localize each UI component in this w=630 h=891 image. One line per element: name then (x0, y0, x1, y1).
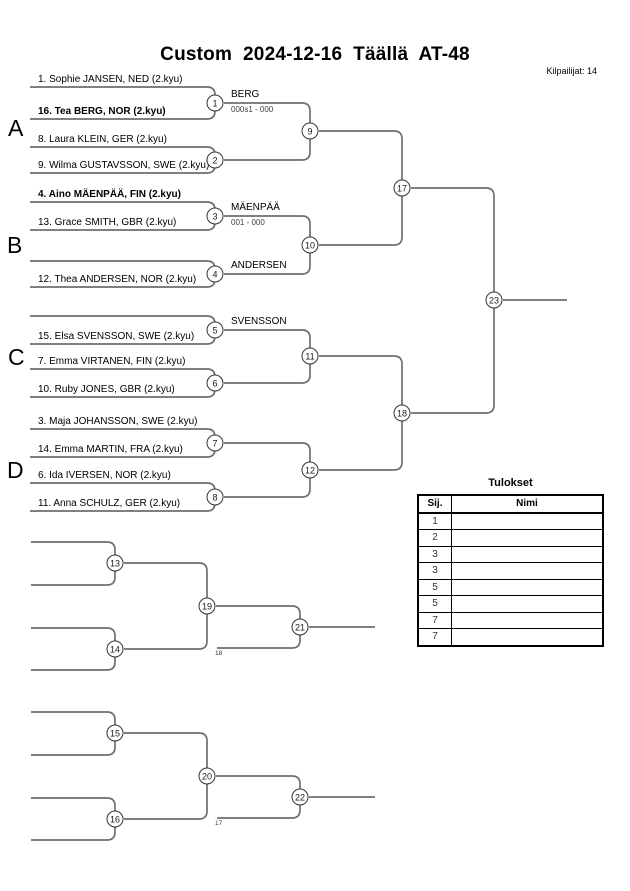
player-klein: 8. Laura KLEIN, GER (2.kyu) (38, 134, 167, 145)
match-22-circle[interactable]: 22 (291, 788, 309, 806)
match-17-circle[interactable]: 17 (393, 179, 411, 197)
place-cell: 2 (417, 529, 452, 547)
place-cell: 7 (417, 628, 452, 646)
match-19-circle[interactable]: 19 (198, 597, 216, 615)
name-cell (451, 529, 604, 547)
player-jansen: 1. Sophie JANSEN, NED (2.kyu) (38, 74, 183, 85)
match-3-winner-label: MÄENPÄÄ (231, 202, 280, 213)
match-4-circle[interactable]: 4 (206, 265, 224, 283)
name-cell (451, 628, 604, 646)
player-andersen: 12. Thea ANDERSEN, NOR (2.kyu) (38, 274, 197, 285)
pool-label-a: A (8, 115, 24, 141)
results-row-5: 5 (417, 578, 604, 596)
match-5-circle[interactable]: 5 (206, 321, 224, 339)
name-cell (451, 578, 604, 596)
match-6-circle[interactable]: 6 (206, 374, 224, 392)
player-martin: 14. Emma MARTIN, FRA (2.kyu) (38, 444, 183, 455)
results-table: Sij. Nimi 1 2 3 3 5 5 7 7 (417, 494, 604, 647)
player-iversen: 6. Ida IVERSEN, NOR (2.kyu) (38, 470, 171, 481)
match-3-circle[interactable]: 3 (206, 207, 224, 225)
match-12-circle[interactable]: 12 (301, 461, 319, 479)
match-14-circle[interactable]: 14 (106, 640, 124, 658)
match-4-winner-label: ANDERSEN (231, 260, 287, 271)
results-header-name: Nimi (451, 494, 604, 514)
pool-label-d: D (7, 457, 24, 483)
results-panel: Tulokset Sij. Nimi 1 2 3 3 5 5 7 7 (417, 477, 604, 647)
results-row-6: 5 (417, 595, 604, 613)
name-cell (451, 611, 604, 629)
match-3-score: 001 - 000 (231, 218, 265, 227)
results-row-4: 3 (417, 562, 604, 580)
match-20-circle[interactable]: 20 (198, 767, 216, 785)
place-cell: 3 (417, 545, 452, 563)
match-1-circle[interactable]: 1 (206, 94, 224, 112)
player-gustavsson: 9. Wilma GUSTAVSSON, SWE (2.kyu) (38, 160, 210, 171)
results-row-8: 7 (417, 628, 604, 646)
place-cell: 5 (417, 595, 452, 613)
match-13-circle[interactable]: 13 (106, 554, 124, 572)
name-cell (451, 595, 604, 613)
player-jones: 10. Ruby JONES, GBR (2.kyu) (38, 384, 175, 395)
results-header-place: Sij. (417, 494, 452, 514)
match-15-circle[interactable]: 15 (106, 724, 124, 742)
repechage-feed-label-18: 18 (215, 650, 223, 657)
place-cell: 5 (417, 578, 452, 596)
match-18-circle[interactable]: 18 (393, 404, 411, 422)
place-cell: 1 (417, 512, 452, 530)
results-row-7: 7 (417, 611, 604, 629)
results-row-2: 2 (417, 529, 604, 547)
match-9-circle[interactable]: 9 (301, 122, 319, 140)
player-svensson: 15. Elsa SVENSSON, SWE (2.kyu) (38, 331, 195, 342)
player-maenpaa: 4. Aino MÄENPÄÄ, FIN (2.kyu) (38, 189, 181, 200)
name-cell (451, 545, 604, 563)
match-21-circle[interactable]: 21 (291, 618, 309, 636)
name-cell (451, 512, 604, 530)
results-title: Tulokset (488, 477, 533, 489)
results-row-3: 3 (417, 545, 604, 563)
match-7-circle[interactable]: 7 (206, 434, 224, 452)
results-header-row: Sij. Nimi (417, 494, 604, 514)
match-8-circle[interactable]: 8 (206, 488, 224, 506)
competitors-count-label: Kilpailijat: 14 (546, 66, 597, 76)
place-cell: 3 (417, 562, 452, 580)
match-10-circle[interactable]: 10 (301, 236, 319, 254)
name-cell (451, 562, 604, 580)
match-11-circle[interactable]: 11 (301, 347, 319, 365)
match-1-score: 000s1 - 000 (231, 105, 274, 114)
player-smith: 13. Grace SMITH, GBR (2.kyu) (38, 217, 177, 228)
player-virtanen: 7. Emma VIRTANEN, FIN (2.kyu) (38, 356, 186, 367)
player-berg: 16. Tea BERG, NOR (2.kyu) (38, 106, 166, 117)
page-title: Custom 2024-12-16 Täällä AT-48 (160, 44, 470, 65)
match-5-winner-label: SVENSSON (231, 316, 287, 327)
pool-label-c: C (8, 344, 25, 370)
player-johansson: 3. Maja JOHANSSON, SWE (2.kyu) (38, 416, 198, 427)
results-row-1: 1 (417, 512, 604, 530)
pool-label-b: B (7, 232, 23, 258)
match-16-circle[interactable]: 16 (106, 810, 124, 828)
player-schulz: 11. Anna SCHULZ, GER (2.kyu) (38, 498, 181, 509)
match-2-circle[interactable]: 2 (206, 151, 224, 169)
repechage-feed-label-17: 17 (215, 820, 223, 827)
match-23-circle[interactable]: 23 (485, 291, 503, 309)
match-1-winner-label: BERG (231, 89, 260, 100)
place-cell: 7 (417, 611, 452, 629)
